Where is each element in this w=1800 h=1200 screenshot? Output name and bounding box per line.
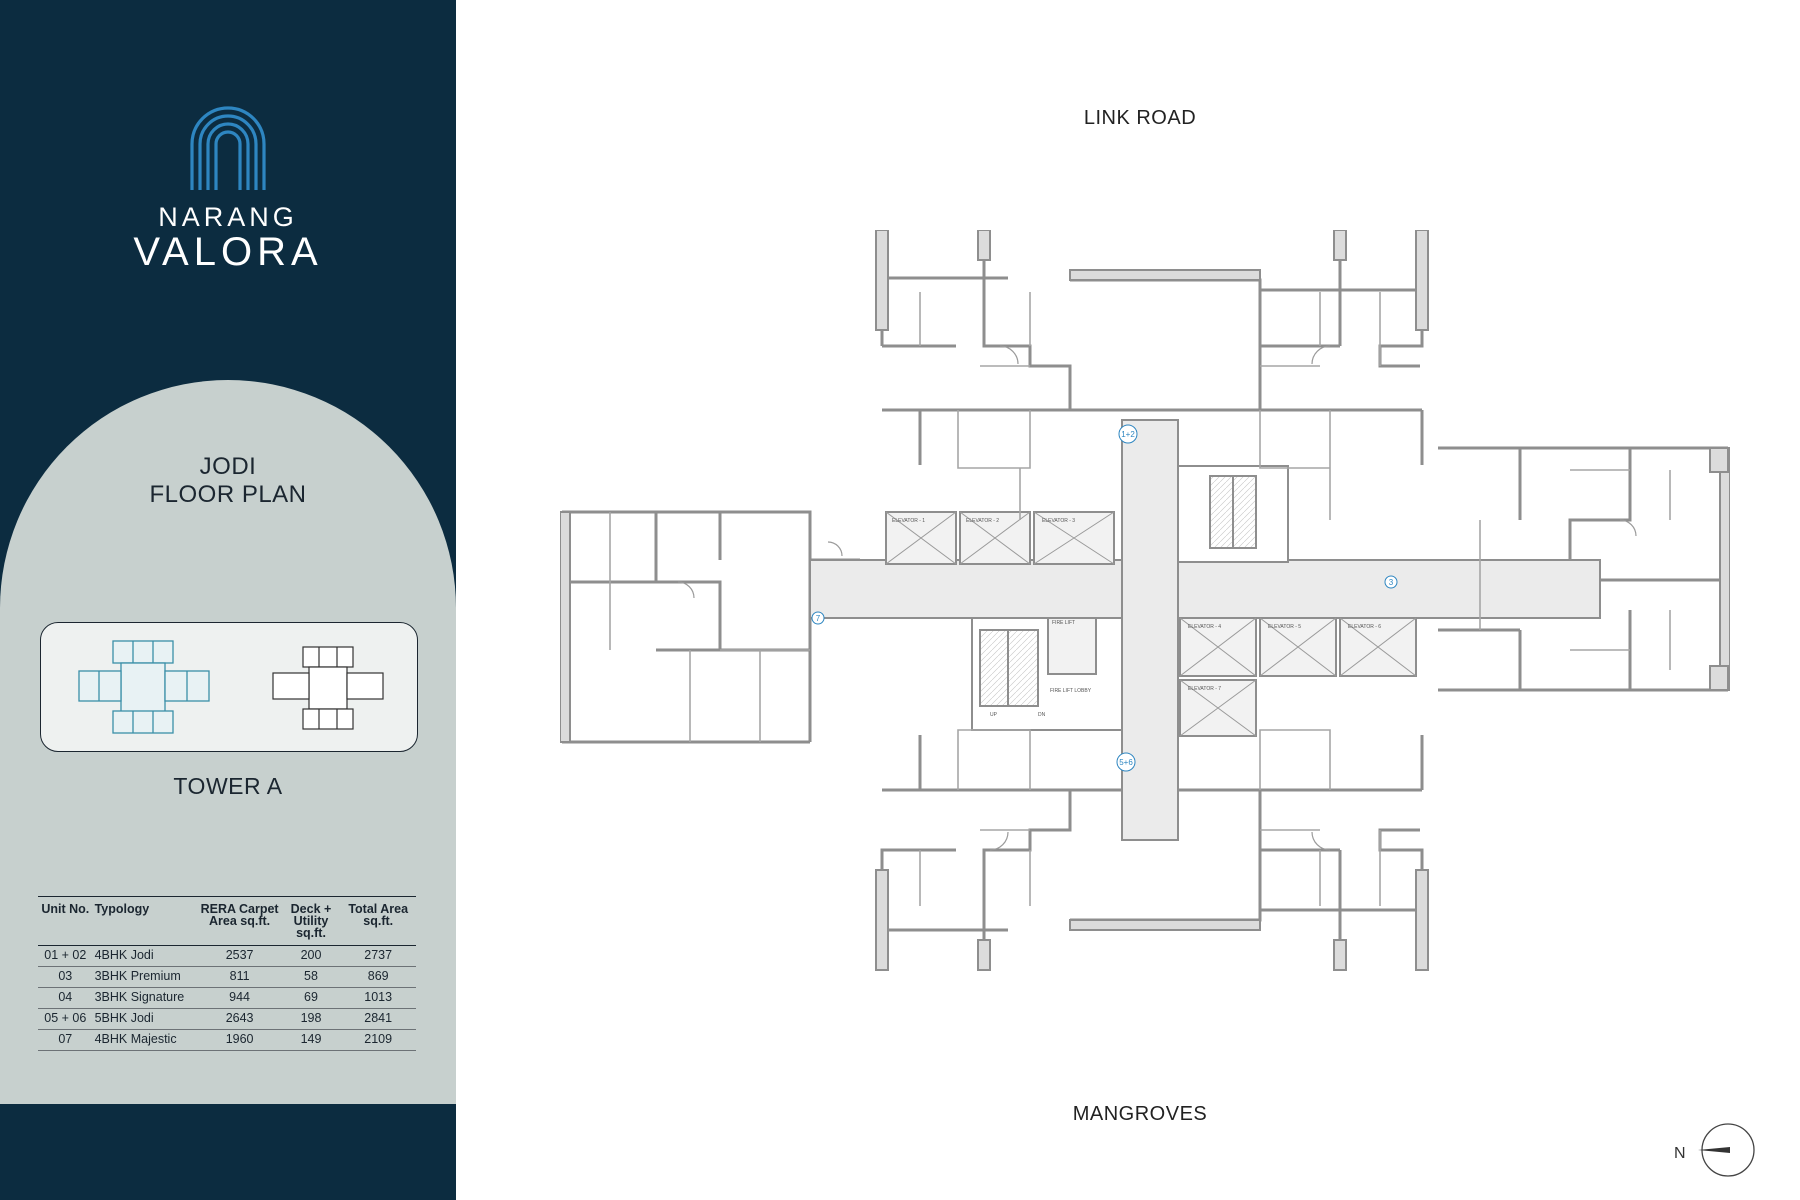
key-plan-thumbnails (40, 622, 418, 752)
arch-logo-icon (190, 106, 266, 190)
cell-total: 2109 (340, 1029, 416, 1051)
cell-unit: 03 (38, 966, 93, 988)
elevator-5-label: ELEVATOR - 5 (1268, 624, 1301, 630)
cell-total: 869 (340, 966, 416, 988)
cell-typology: 4BHK Majestic (92, 1029, 198, 1051)
north-label: N (1674, 1145, 1686, 1162)
plan-title-line1: JODI (199, 453, 257, 480)
col-unit-no: Unit No. (38, 896, 93, 946)
cell-typology: 3BHK Signature (92, 987, 198, 1009)
cell-rera: 944 (197, 987, 282, 1009)
cell-rera: 2537 (197, 945, 282, 967)
cell-deck: 200 (281, 945, 341, 967)
fire-lift-lobby-label: FIRE LIFT LOBBY (1050, 688, 1092, 694)
fire-lift-label: FIRE LIFT (1052, 620, 1075, 626)
unit-markers: 1+2 3 5+6 7 (811, 424, 1398, 772)
table-row: 07 4BHK Majestic 1960 149 2109 (38, 1029, 416, 1051)
plan-title-line2: FLOOR PLAN (149, 481, 307, 508)
cell-deck: 69 (281, 987, 341, 1009)
cell-unit: 05 + 06 (38, 1008, 93, 1030)
unit-marker-7: 7 (816, 614, 821, 623)
elevator-1-label: ELEVATOR - 1 (892, 518, 925, 524)
brand-name-line2: VALORA (133, 230, 323, 274)
col-typology: Typology (92, 896, 198, 946)
col-total-area: Total Area sq.ft. (340, 896, 416, 946)
unit-marker-1-2: 1+2 (1121, 430, 1135, 439)
cell-typology: 5BHK Jodi (92, 1008, 198, 1030)
unit-marker-5-6: 5+6 (1119, 758, 1133, 767)
direction-label-bottom: MANGROVES (1072, 1103, 1208, 1125)
key-plan-drawings (78, 640, 384, 734)
key-plan-tower-b (272, 646, 384, 730)
elevator-3-label: ELEVATOR - 3 (1042, 518, 1075, 524)
cell-typology: 3BHK Premium (92, 966, 198, 988)
col-rera-carpet-area: RERA Carpet Area sq.ft. (197, 896, 282, 946)
unit-marker-3: 3 (1389, 578, 1394, 587)
cell-total: 2841 (340, 1008, 416, 1030)
stair-dn-label: DN (1038, 712, 1046, 718)
elevator-4-label: ELEVATOR - 4 (1188, 624, 1221, 630)
elevator-7-label: ELEVATOR - 7 (1188, 686, 1221, 692)
cell-rera: 1960 (197, 1029, 282, 1051)
table-row: 04 3BHK Signature 944 69 1013 (38, 987, 416, 1009)
cell-rera: 2643 (197, 1008, 282, 1030)
brand-name-line1: NARANG (158, 202, 298, 232)
cell-total: 1013 (340, 987, 416, 1009)
unit-area-table: Unit No. Typology RERA Carpet Area sq.ft… (38, 896, 416, 1051)
tower-label: TOWER A (173, 773, 283, 799)
cell-total: 2737 (340, 945, 416, 967)
floor-plan-drawing: ELEVATOR - 1 ELEVATOR - 2 ELEVATOR - 3 E… (560, 230, 1730, 971)
stair-up-label: UP (990, 712, 998, 718)
col-deck-utility: Deck + Utility sq.ft. (281, 896, 341, 946)
elevator-bank-upper (885, 511, 1115, 565)
cell-deck: 198 (281, 1008, 341, 1030)
sidebar-panel: NARANG VALORA JODI FLOOR PLAN (0, 0, 456, 1200)
cell-unit: 07 (38, 1029, 93, 1051)
cell-typology: 4BHK Jodi (92, 945, 198, 967)
stair-core-upper (1177, 465, 1289, 563)
cell-rera: 811 (197, 966, 282, 988)
elevator-6-label: ELEVATOR - 6 (1348, 624, 1381, 630)
table-row: 01 + 02 4BHK Jodi 2537 200 2737 (38, 945, 416, 967)
north-arrow-icon: N (1674, 1123, 1755, 1177)
elevator-2-label: ELEVATOR - 2 (966, 518, 999, 524)
stair-core-lower (971, 617, 1123, 731)
table-header-row: Unit No. Typology RERA Carpet Area sq.ft… (38, 896, 416, 946)
key-plan-tower-a (78, 640, 210, 734)
central-corridor (809, 419, 1601, 841)
cell-deck: 149 (281, 1029, 341, 1051)
table-row: 03 3BHK Premium 811 58 869 (38, 966, 416, 988)
table-row: 05 + 06 5BHK Jodi 2643 198 2841 (38, 1008, 416, 1030)
elevator-bank-lower (1179, 617, 1417, 737)
direction-label-top: LINK ROAD (1083, 107, 1197, 129)
cell-deck: 58 (281, 966, 341, 988)
cell-unit: 01 + 02 (38, 945, 93, 967)
cell-unit: 04 (38, 987, 93, 1009)
